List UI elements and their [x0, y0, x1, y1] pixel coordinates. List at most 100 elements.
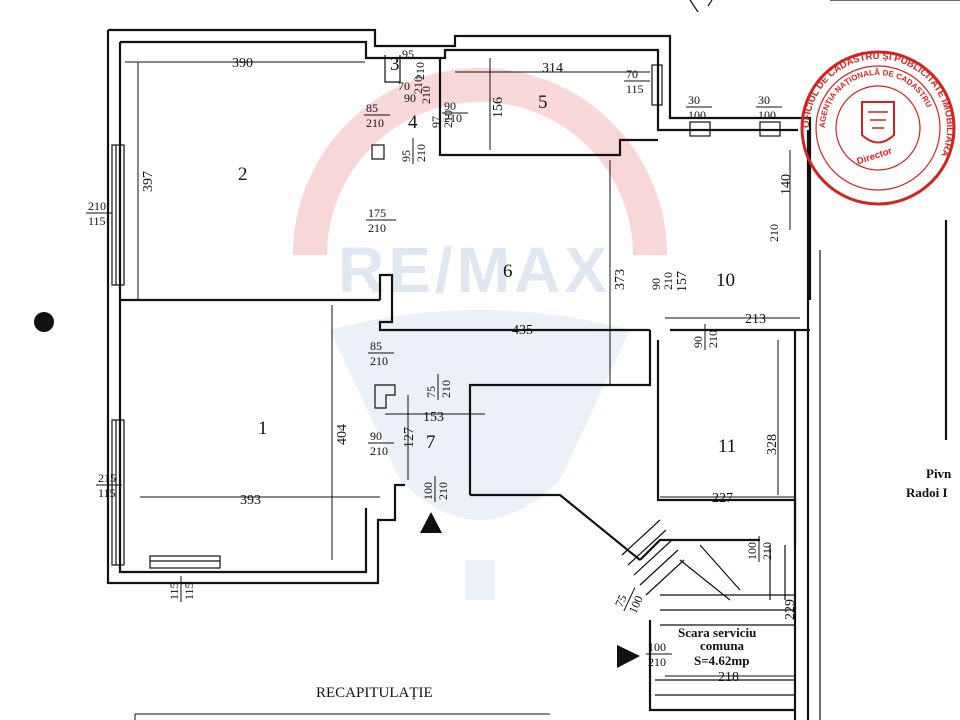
svg-text:70: 70	[626, 67, 638, 81]
svg-text:210: 210	[444, 111, 462, 125]
room-label-1: 1	[258, 418, 268, 439]
svg-text:210: 210	[767, 224, 781, 242]
stamp-center-text: Director	[856, 146, 894, 168]
svg-text:85: 85	[366, 101, 378, 115]
svg-text:210: 210	[648, 655, 666, 669]
svg-text:85: 85	[370, 339, 382, 353]
dim-140: 140	[779, 174, 794, 195]
svg-text:100: 100	[745, 542, 759, 560]
svg-text:90: 90	[370, 429, 382, 443]
dimension-labels: 390 314 397 156 373 435 404 393 153 127 …	[141, 56, 798, 685]
dim-227: 227	[712, 491, 733, 506]
door-markers	[34, 55, 640, 668]
svg-text:115: 115	[626, 82, 644, 96]
side-note-line1: Pivn	[926, 466, 952, 481]
svg-text:100: 100	[688, 108, 706, 122]
svg-text:70: 70	[398, 79, 410, 93]
svg-text:95: 95	[402, 47, 414, 61]
windows	[111, 64, 781, 569]
dim-328: 328	[765, 434, 780, 455]
room-label-7: 7	[426, 432, 436, 453]
svg-text:210: 210	[411, 76, 425, 94]
svg-text:90: 90	[691, 336, 705, 348]
svg-text:210: 210	[413, 62, 427, 80]
svg-text:95: 95	[399, 150, 413, 162]
dim-153: 153	[423, 410, 444, 425]
room-label-5: 5	[538, 92, 548, 113]
dim-393: 393	[240, 493, 261, 508]
svg-text:75: 75	[612, 592, 630, 609]
svg-text:30: 30	[688, 93, 700, 107]
svg-text:210: 210	[419, 86, 433, 104]
svg-text:30: 30	[758, 93, 770, 107]
dim-390: 390	[232, 56, 253, 71]
recap-heading: RECAPITULAȚIE	[316, 685, 433, 701]
watermark: RE/MAX	[293, 68, 667, 600]
dim-373: 373	[613, 269, 628, 290]
svg-text:215: 215	[98, 471, 116, 485]
dim-314: 314	[542, 61, 563, 76]
room-label-11: 11	[718, 436, 736, 457]
dim-157: 157	[675, 271, 690, 292]
dim-229: 229	[783, 599, 798, 620]
entrance-arrow	[420, 512, 442, 533]
svg-text:210: 210	[441, 110, 455, 128]
svg-text:210: 210	[706, 330, 720, 348]
opening-210-right: 210	[767, 224, 781, 242]
svg-text:115: 115	[88, 214, 106, 228]
dim-127: 127	[402, 427, 417, 448]
svg-text:210: 210	[370, 444, 388, 458]
svg-text:97: 97	[429, 116, 443, 128]
svg-text:210: 210	[760, 542, 774, 560]
room-label-3: 3	[390, 54, 400, 75]
stair-note-line3: S=4.62mp	[694, 653, 749, 668]
svg-text:210: 210	[436, 482, 450, 500]
dim-435: 435	[512, 323, 533, 338]
room-label-4: 4	[408, 112, 418, 133]
svg-text:100: 100	[421, 482, 435, 500]
dim-397: 397	[141, 171, 156, 192]
svg-text:90: 90	[404, 91, 416, 105]
room-label-6: 6	[503, 261, 513, 282]
official-stamp: Director OFICIUL DE CADASTRU ȘI PUBLICIT…	[800, 50, 956, 206]
stair-entrance-arrow	[617, 645, 640, 668]
staircase	[621, 519, 795, 696]
svg-text:90: 90	[649, 278, 663, 290]
stair-note-line2: comuna	[700, 638, 745, 653]
dim-156: 156	[491, 97, 506, 118]
room-labels: 1 2 3 4 5 6 7 10 11	[238, 54, 736, 457]
svg-text:100: 100	[648, 640, 666, 654]
svg-text:175: 175	[368, 206, 386, 220]
room-label-2: 2	[238, 164, 248, 185]
side-note: Pivn Radoi I	[906, 466, 952, 500]
svg-text:210: 210	[370, 354, 388, 368]
svg-text:210: 210	[88, 199, 106, 213]
svg-text:210: 210	[439, 380, 453, 398]
room-label-10: 10	[716, 270, 735, 291]
svg-text:115: 115	[182, 582, 196, 600]
dim-213: 213	[745, 312, 766, 327]
svg-text:210: 210	[368, 221, 386, 235]
ink-blot	[34, 312, 54, 332]
svg-text:210: 210	[661, 272, 675, 290]
svg-text:100: 100	[758, 108, 776, 122]
